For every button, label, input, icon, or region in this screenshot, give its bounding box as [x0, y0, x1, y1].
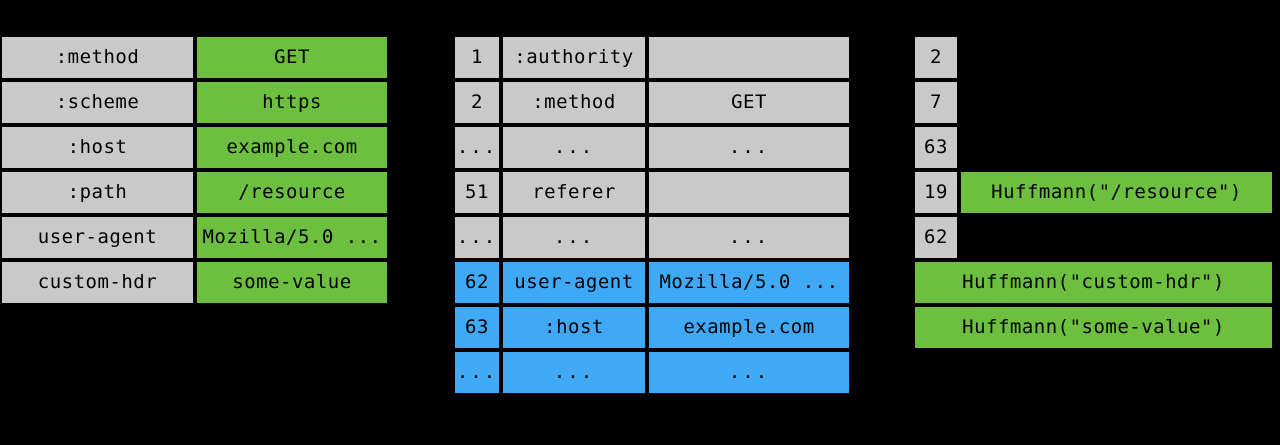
index-number-cell: 51	[455, 172, 499, 213]
header-value-cell: Mozilla/5.0 ...	[197, 217, 387, 258]
header-value-cell: /resource	[197, 172, 387, 213]
encoded-literal-placeholder	[961, 82, 1272, 123]
index-table-row: .........	[455, 127, 849, 168]
encoded-literal-cell: Huffmann("some-value")	[915, 307, 1272, 348]
index-name-cell: ...	[503, 217, 645, 258]
index-name-cell: user-agent	[503, 262, 645, 303]
header-value-cell: GET	[197, 37, 387, 78]
index-value-cell: GET	[649, 82, 849, 123]
ellipsis-glyph: ...	[553, 226, 595, 248]
encoded-index-cell: 2	[915, 37, 957, 78]
index-number-cell: 2	[455, 82, 499, 123]
encoded-row: 63	[915, 127, 1272, 168]
header-name-cell: :method	[2, 37, 193, 78]
index-name-cell: ...	[503, 352, 645, 393]
index-value-cell	[649, 172, 849, 213]
index-number-cell: 1	[455, 37, 499, 78]
encoded-index-cell: 7	[915, 82, 957, 123]
index-value-cell: ...	[649, 127, 849, 168]
index-number-cell: ...	[455, 217, 499, 258]
index-number-cell: 62	[455, 262, 499, 303]
ellipsis-glyph: ...	[553, 361, 595, 383]
index-value-cell: example.com	[649, 307, 849, 348]
index-number-cell: ...	[455, 352, 499, 393]
encoded-row: 7	[915, 82, 1272, 123]
index-name-cell: :method	[503, 82, 645, 123]
ellipsis-glyph: ...	[456, 226, 498, 248]
encoded-literal-placeholder	[961, 37, 1272, 78]
header-value-cell: https	[197, 82, 387, 123]
encoded-row: Huffmann("some-value")	[915, 307, 1272, 348]
header-value-cell: some-value	[197, 262, 387, 303]
ellipsis-glyph: ...	[728, 361, 770, 383]
encoded-index-cell: 19	[915, 172, 957, 213]
index-table-row: .........	[455, 352, 849, 393]
header-name-cell: :scheme	[2, 82, 193, 123]
encoded-literal-placeholder	[961, 217, 1272, 258]
ellipsis-glyph: ...	[728, 136, 770, 158]
ellipsis-glyph: ...	[456, 361, 498, 383]
index-name-cell: :host	[503, 307, 645, 348]
header-value-cell: example.com	[197, 127, 387, 168]
index-table-row: .........	[455, 217, 849, 258]
header-name-cell: :path	[2, 172, 193, 213]
encoded-literal-cell: Huffmann("/resource")	[961, 172, 1272, 213]
encoded-literal-cell: Huffmann("custom-hdr")	[915, 262, 1272, 303]
index-value-cell: ...	[649, 352, 849, 393]
encoded-row: Huffmann("custom-hdr")	[915, 262, 1272, 303]
index-value-cell	[649, 37, 849, 78]
index-value-cell: Mozilla/5.0 ...	[649, 262, 849, 303]
ellipsis-glyph: ...	[456, 136, 498, 158]
encoded-index-cell: 62	[915, 217, 957, 258]
index-table-row: 1:authority	[455, 37, 849, 78]
ellipsis-glyph: ...	[728, 226, 770, 248]
ellipsis-glyph: ...	[553, 136, 595, 158]
encoded-literal-placeholder	[961, 127, 1272, 168]
encoded-row: 62	[915, 217, 1272, 258]
encoded-index-cell: 63	[915, 127, 957, 168]
header-name-cell: :host	[2, 127, 193, 168]
header-row: :path/resource	[2, 172, 387, 213]
index-value-cell: ...	[649, 217, 849, 258]
index-name-cell: ...	[503, 127, 645, 168]
index-number-cell: 63	[455, 307, 499, 348]
header-name-cell: user-agent	[2, 217, 193, 258]
index-name-cell: referer	[503, 172, 645, 213]
header-name-cell: custom-hdr	[2, 262, 193, 303]
index-name-cell: :authority	[503, 37, 645, 78]
encoded-row: 2	[915, 37, 1272, 78]
index-number-cell: ...	[455, 127, 499, 168]
